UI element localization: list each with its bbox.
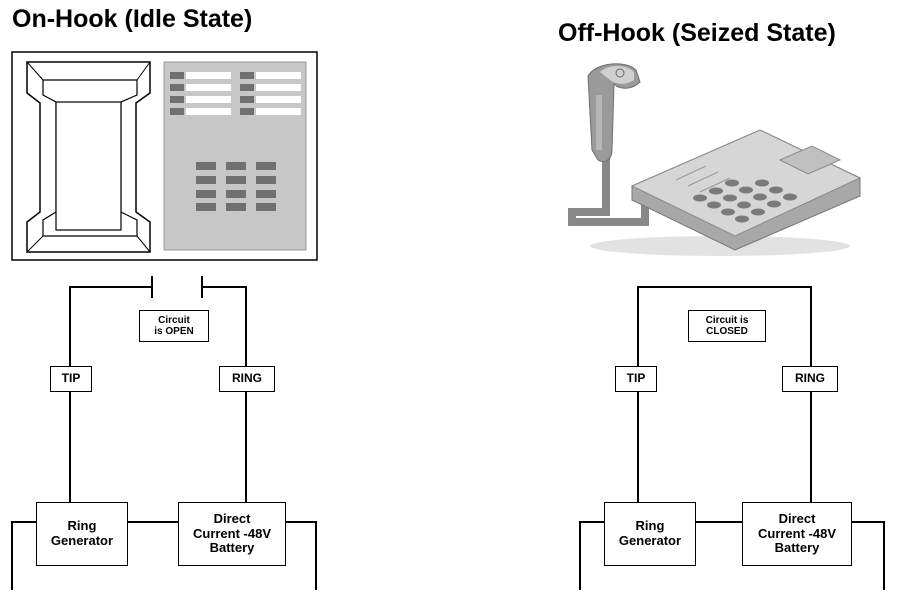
ring-label-right: RING [782, 366, 838, 392]
desk-phone-top-view-icon [11, 51, 318, 261]
off-hook-title: Off-Hook (Seized State) [558, 19, 836, 47]
ring-generator-box-right: Ring Generator [604, 502, 696, 566]
ring-label-left: RING [219, 366, 275, 392]
ring-generator-box-left: Ring Generator [36, 502, 128, 566]
tip-label-left: TIP [50, 366, 92, 392]
battery-box-right: Direct Current -48V Battery [742, 502, 852, 566]
tip-label-right: TIP [615, 366, 657, 392]
battery-box-left: Direct Current -48V Battery [178, 502, 286, 566]
circuit-closed-label: Circuit is CLOSED [688, 310, 766, 342]
telephone-off-hook-icon [568, 63, 862, 256]
on-hook-title: On-Hook (Idle State) [12, 5, 253, 33]
circuit-open-label: Circuit is OPEN [139, 310, 209, 342]
